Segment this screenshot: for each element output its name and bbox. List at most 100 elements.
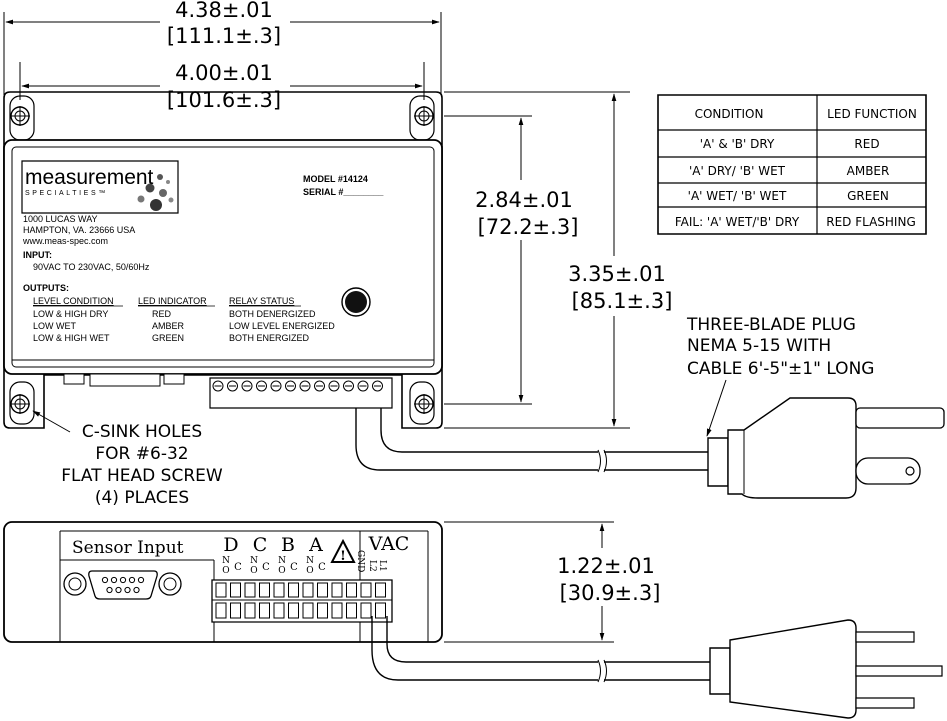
l2-label: L2 [367, 560, 377, 572]
output-row-3-led: GREEN [152, 333, 184, 343]
mounting-hole-bottom-right [414, 394, 434, 414]
terminal-pin [332, 583, 342, 618]
terminal-c-label: C [290, 562, 298, 573]
table-row-4-condition: FAIL: 'A' WET/'B' DRY [675, 215, 800, 229]
overall-height-inch: 3.35±.01 [568, 262, 666, 286]
db9-pin [120, 577, 125, 582]
output-row-2-relay: LOW LEVEL ENERGIZED [229, 321, 335, 331]
terminal-pin [216, 583, 226, 618]
output-row-1-relay: BOTH DENERGIZED [229, 309, 316, 319]
terminal-screw [300, 381, 310, 391]
top-view-enclosure [4, 92, 442, 428]
channel-c-label: C [253, 534, 268, 556]
mounting-hole-top-right [414, 106, 434, 126]
vac-label: VAC [368, 533, 410, 555]
table-header-condition: CONDITION [695, 107, 764, 121]
output-row-2-led: AMBER [152, 321, 185, 331]
plug-note: THREE-BLADE PLUG NEMA 5-15 WITH CABLE 6'… [686, 315, 874, 437]
terminal-pin [347, 583, 357, 618]
dimension-hole-spacing-width: 4.00±.01 [101.6±.3] [20, 56, 424, 114]
table-row-2-condition: 'A' DRY/ 'B' WET [689, 164, 786, 178]
mounting-hole-top-left [10, 106, 30, 126]
table-header-led-function: LED FUNCTION [827, 107, 917, 121]
hole-spacing-height-inch: 2.84±.01 [475, 188, 573, 212]
hole-spacing-width-inch: 4.00±.01 [175, 61, 273, 85]
warning-triangle-icon: ! [332, 541, 354, 564]
address-line-2: HAMPTON, VA. 23666 USA [23, 225, 135, 235]
terminal-c-label: C [318, 562, 326, 573]
sensor-input-label: Sensor Input [72, 538, 184, 558]
address-line-1: 1000 LUCAS WAY [23, 214, 98, 224]
measurement-specialties-logo: measurement SPECIALTIES™ [22, 161, 178, 213]
terminal-pin [260, 583, 270, 618]
holes-note: C-SINK HOLES FOR #6-32 FLAT HEAD SCREW (… [32, 411, 223, 508]
l1-label: L1 [377, 560, 387, 572]
terminal-screw [286, 381, 296, 391]
logo-main-text: measurement [25, 166, 154, 189]
channel-a-label: A [308, 534, 323, 556]
gnd-label: GND [355, 550, 365, 572]
terminal-pin [361, 583, 371, 618]
col-relay-status: RELAY STATUS [229, 296, 294, 306]
terminal-screw [228, 381, 238, 391]
plug-note-line-2: NEMA 5-15 WITH [687, 336, 831, 356]
holes-note-line-1: C-SINK HOLES [82, 422, 202, 442]
top-view-terminal-block [210, 378, 392, 408]
overall-height-mm: [85.1±.3] [572, 289, 673, 313]
terminal-screw [315, 381, 325, 391]
col-level-condition: LEVEL CONDITION [33, 296, 114, 306]
overall-width-mm: [111.1±.3] [167, 24, 281, 48]
terminal-screw [344, 381, 354, 391]
terminal-pin [376, 583, 386, 618]
db9-pin [138, 577, 143, 582]
channel-b-label: B [281, 534, 295, 556]
db9-pin [116, 587, 121, 592]
side-view-terminal-block [212, 580, 392, 622]
table-row-2-led: AMBER [847, 164, 890, 178]
terminal-screw [358, 381, 368, 391]
product-label: MODEL #14124 SERIAL #________ 1000 LUCAS… [22, 174, 384, 343]
output-row-3-condition: LOW & HIGH WET [33, 333, 110, 343]
warning-mark: ! [340, 549, 346, 564]
terminal-screw [373, 381, 383, 391]
terminal-pin [274, 583, 284, 618]
db9-pin [102, 577, 107, 582]
side-three-blade-plug [710, 620, 942, 718]
db9-pin [134, 587, 139, 592]
terminal-screw [242, 381, 252, 391]
depth-mm: [30.9±.3] [560, 581, 661, 605]
terminal-no-label: N [306, 556, 314, 566]
table-row-1-condition: 'A' & 'B' DRY [700, 137, 775, 151]
db9-pin [129, 577, 134, 582]
dimension-overall-width: 4.38±.01 [111.1±.3] [4, 0, 441, 95]
sensor-input-connector: Sensor Input [64, 538, 184, 599]
side-power-cable [372, 616, 712, 682]
hole-spacing-height-mm: [72.2±.3] [478, 215, 579, 239]
outputs-heading: OUTPUTS: [23, 283, 69, 293]
output-row-2-condition: LOW WET [33, 321, 76, 331]
channel-d-label: D [223, 534, 238, 556]
dimension-hole-spacing-height: 2.84±.01 [72.2±.3] [444, 116, 590, 404]
dimension-depth: 1.22±.01 [30.9±.3] [444, 522, 670, 642]
top-power-cable [356, 408, 710, 472]
overall-width-inch: 4.38±.01 [175, 0, 273, 22]
top-three-blade-plug [708, 398, 944, 498]
led-condition-table: CONDITION LED FUNCTION 'A' & 'B' DRY RED… [658, 95, 926, 234]
terminal-pin [245, 583, 255, 618]
input-heading: INPUT: [23, 250, 52, 260]
terminal-pin [231, 583, 241, 618]
led-indicator [342, 288, 370, 316]
terminal-c-label: C [234, 562, 242, 573]
terminal-no-o-label: O [278, 566, 285, 576]
table-row-3-led: GREEN [847, 189, 889, 203]
address-line-3: www.meas-spec.com [22, 236, 108, 246]
serial-number: SERIAL #________ [303, 187, 384, 197]
terminal-c-label: C [262, 562, 270, 573]
terminal-screw [329, 381, 339, 391]
output-row-1-condition: LOW & HIGH DRY [33, 309, 108, 319]
logo-sub-text: SPECIALTIES™ [25, 190, 108, 197]
terminal-no-label: N [250, 556, 258, 566]
terminal-pin [303, 583, 313, 618]
